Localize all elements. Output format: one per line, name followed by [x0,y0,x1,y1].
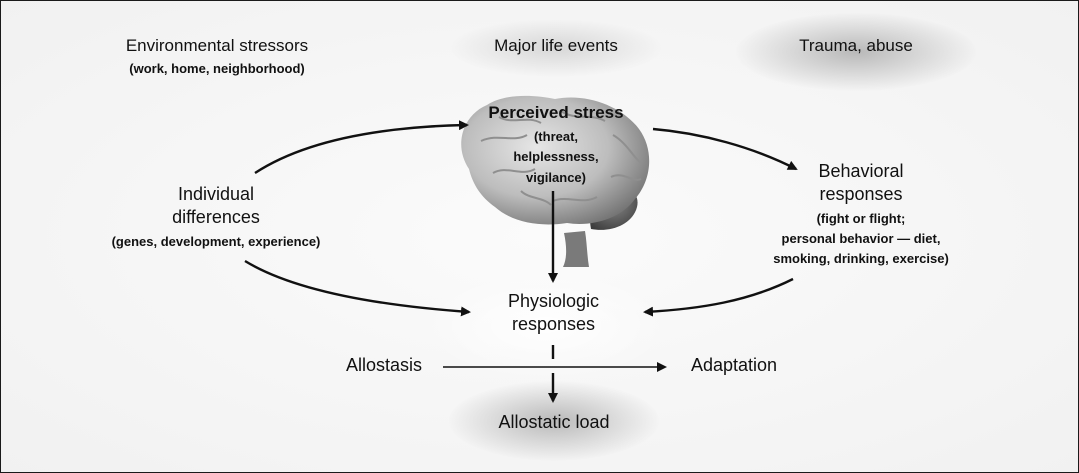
physiologic-responses-label: Physiologic responses [471,291,636,334]
individual-differences-title-1: Individual [177,184,255,204]
individual-differences-label: Individual differences (genes, developme… [71,184,361,250]
brain-icon [461,95,650,267]
environmental-stressors-detail: (work, home, neighborhood) [129,60,305,76]
environmental-stressors-label: Environmental stressors (work, home, nei… [97,36,337,76]
behavioral-responses-detail-3: smoking, drinking, exercise) [773,251,949,267]
background-highlight-physiologic [421,271,671,381]
perceived-stress-detail-1: (threat, [533,128,579,144]
behavioral-responses-detail-1: (fight or flight; [816,211,906,227]
arrow-individual-to-physiologic [244,259,471,317]
diagram-arrows [244,120,798,403]
perceived-stress-label: Perceived stress (threat, helplessness, … [466,103,646,186]
background-shadow-trauma [736,13,976,91]
physiologic-responses-title-2: responses [511,313,596,334]
behavioral-responses-label: Behavioral responses (fight or flight; p… [741,161,981,267]
environmental-stressors-title: Environmental stressors [125,36,309,55]
arrow-individual-to-perceived [254,120,469,175]
physiologic-responses-title-1: Physiologic [507,291,600,311]
allostasis-label: Allostasis [345,355,423,375]
individual-differences-detail: (genes, development, experience) [111,234,321,250]
perceived-stress-detail-2: helplessness, [513,149,599,165]
perceived-stress-title: Perceived stress [488,103,624,122]
allostatic-load-label: Allostatic load [498,412,610,432]
arrow-behavioral-to-physiologic [643,277,794,317]
adaptation-label: Adaptation [690,355,778,375]
trauma-abuse-label: Trauma, abuse [799,36,913,55]
individual-differences-title-2: differences [172,206,260,227]
behavioral-responses-detail-2: personal behavior — diet, [781,231,941,247]
behavioral-responses-title-1: Behavioral [818,161,904,181]
background-shadow-major-life-events [451,19,661,77]
behavioral-responses-title-2: responses [819,183,903,204]
major-life-events-label: Major life events [494,36,618,55]
perceived-stress-detail-3: vigilance) [526,170,586,186]
arrow-perceived-to-behavioral [652,127,798,171]
